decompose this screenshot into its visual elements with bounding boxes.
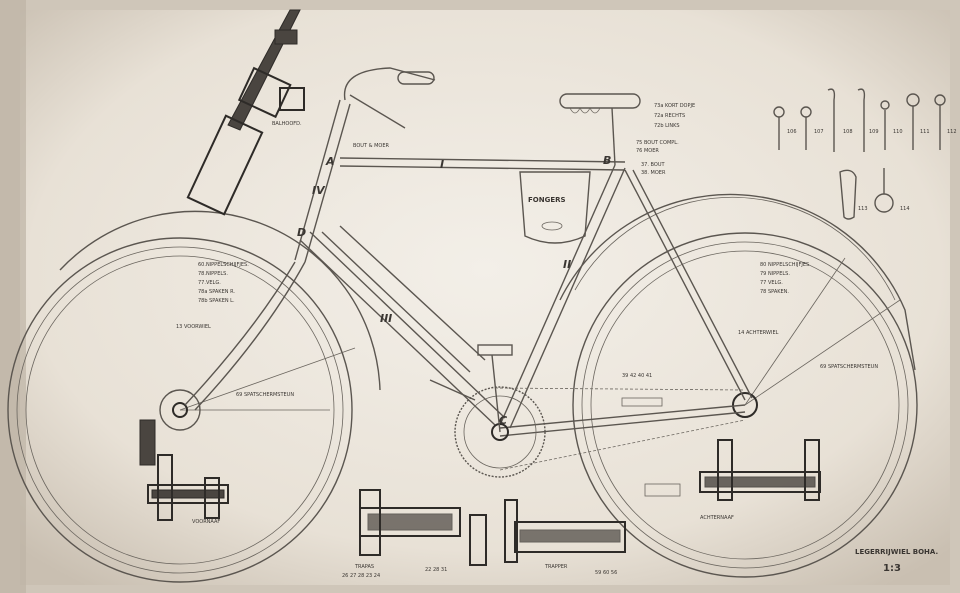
- fongers-brand-label: FONGERS: [528, 196, 566, 204]
- front-hub-detail: [139, 419, 229, 521]
- tube-numeral: III: [380, 312, 392, 325]
- rear-wheel-label: 14 ACHTERWIEL: [738, 330, 779, 336]
- tool-number: 107: [814, 129, 824, 135]
- bottom-bracket-detail: [359, 489, 487, 566]
- rear-hub-detail: [621, 397, 821, 501]
- tube-numeral: IV: [312, 184, 326, 197]
- front-spoke-label: 77.VELG.: [198, 280, 221, 286]
- frame-letter: A: [325, 155, 335, 168]
- tool-number: 109: [869, 129, 879, 135]
- part-label: 72a RECHTS: [654, 113, 685, 119]
- tool-number: 106: [787, 129, 797, 135]
- rear-mudguard-stay-label: 69 SPATSCHERMSTEUN: [820, 364, 878, 370]
- part-label: 75 BOUT COMPL.: [636, 140, 679, 146]
- front-spoke-label: 78a SPAKEN R.: [198, 289, 235, 295]
- bottom-bracket-right-numbers: 22 28 31: [425, 567, 447, 573]
- front-spoke-label: 60.NIPPELSCHIJFJES.: [198, 262, 249, 268]
- front-spoke-label: 78.NIPPELS.: [198, 271, 228, 277]
- part-label: 76 MOER: [636, 148, 659, 154]
- pedal-detail: [504, 499, 626, 563]
- paper: [20, 10, 950, 585]
- pedal-label: TRAPPER: [544, 564, 568, 570]
- drawing-title: LEGERRIJWIEL BOHA.: [855, 548, 938, 556]
- tool-number: 110: [893, 129, 903, 135]
- tool-number: 112: [947, 129, 957, 135]
- tools-set: 106 107 108 109 110 111 112 113 114: [773, 88, 957, 220]
- bicycle-frame: [184, 67, 753, 478]
- paper-left-edge: [0, 0, 26, 593]
- tool-number: 114: [900, 206, 910, 212]
- front-wheel-label: 13 VOORWIEL: [176, 324, 211, 330]
- part-label: 37. BOUT: [641, 162, 665, 168]
- bout-moer-label: BOUT & MOER: [353, 143, 389, 149]
- balhoofd-label: BALHOOFD.: [272, 121, 302, 127]
- bottom-bracket-label: TRAPAS: [354, 564, 374, 570]
- pump: [321, 225, 486, 373]
- rear-spoke-label: 79 NIPPELS.: [760, 271, 790, 277]
- front-hub-label: VOORNAAF: [192, 519, 220, 525]
- tube-numeral: II: [563, 258, 571, 271]
- front-spoke-label: 78b SPAKEN L.: [198, 298, 235, 304]
- rear-hub-label: ACHTERNAAF: [700, 515, 734, 521]
- frame-letter: D: [297, 226, 306, 239]
- rear-wheel: [559, 193, 918, 578]
- tool-bag: FONGERS: [519, 171, 591, 244]
- rear-spoke-label: 78 SPAKEN.: [760, 289, 789, 295]
- part-label: 72b LINKS: [654, 123, 680, 129]
- part-label: 73a KORT DOPJE: [654, 103, 695, 109]
- pedal-numbers: 59 60 56: [595, 570, 617, 576]
- chain-numbers: 39 42 40 41: [622, 373, 652, 379]
- front-mudguard-stay-label: 69 SPATSCHERMSTEUN: [236, 392, 294, 398]
- tube-numeral: I: [440, 158, 444, 171]
- frame-letter: B: [603, 154, 611, 167]
- frame-letter: C: [499, 414, 507, 427]
- rear-spoke-label: 80 NIPPELSCHIJFJES: [760, 262, 809, 268]
- part-label: 38. MOER: [641, 170, 666, 176]
- bottom-bracket-numbers: 26 27 28 23 24: [342, 573, 380, 579]
- front-wheel: [7, 210, 381, 583]
- head-tube-detail: [186, 9, 305, 216]
- rear-spoke-label: 77 VELG.: [760, 280, 783, 286]
- tool-number: 113: [858, 206, 868, 212]
- tool-number: 108: [843, 129, 853, 135]
- tool-number: 111: [920, 129, 930, 135]
- drawing-scale: 1:3: [883, 563, 901, 574]
